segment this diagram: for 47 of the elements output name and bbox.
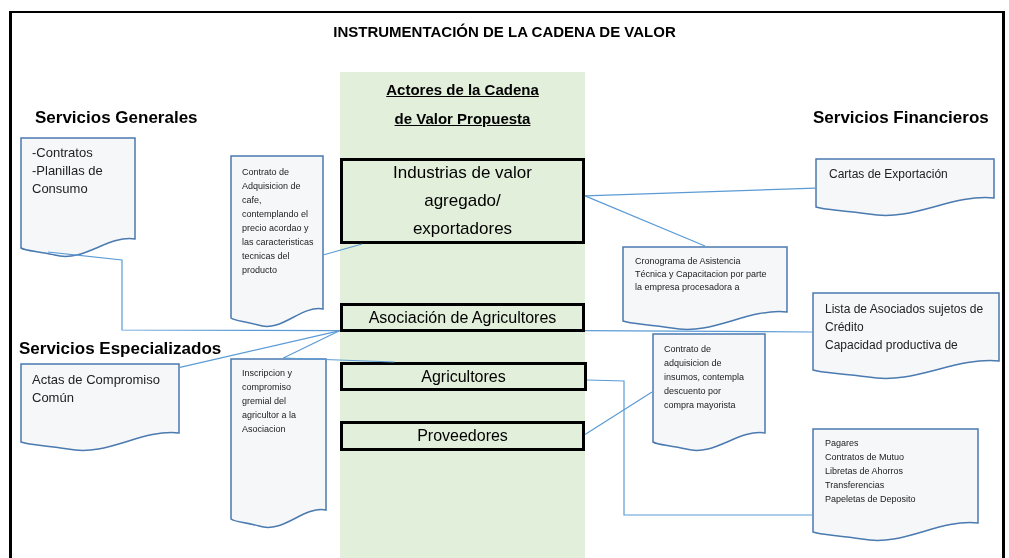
actor-box [340, 303, 585, 332]
document-shape [230, 358, 327, 528]
document-shape [230, 155, 324, 327]
node-text: Cronograma de Asistencia Técnica y Capacitacion por parte la empresa procesadora a [635, 255, 768, 294]
actor-box [340, 421, 585, 451]
document-shape [815, 158, 995, 216]
node-text: Industrias de valor agregado/ exportadores [392, 162, 533, 240]
node-text: Proveedores [417, 426, 508, 446]
node-text: Capacidad productiva de [825, 337, 959, 354]
node-text: Actores de la Cadena de Valor Propuesta [385, 80, 540, 129]
node-text: Inscripcion y compromiso gremial del agricultor a la Asociacion [242, 367, 298, 436]
node-text: Pagares [825, 437, 860, 450]
document-shape [622, 246, 788, 330]
connector-line [584, 187, 816, 197]
node-text: Papeletas de Deposito [825, 493, 917, 506]
document-shape [812, 428, 979, 541]
node-text: Actas de Compromiso Común [32, 371, 161, 407]
document-shape [20, 363, 180, 451]
connector-line [584, 391, 653, 436]
connector-line [282, 329, 341, 359]
node-text: Lista de Asociados sujetos de Crédito [825, 301, 985, 336]
document-shape [812, 292, 1000, 379]
connector-line [584, 195, 706, 247]
node-text: Contrato de Adquisicion de cafe, contemplando el precio acordao y las caracteristicas tecnicas del producto [242, 166, 315, 277]
actor-box [340, 362, 587, 391]
document-shape [20, 137, 136, 257]
actor-box [340, 158, 585, 244]
node-text: Cartas de Exportación [829, 166, 949, 183]
section-heading: Servicios Financieros [813, 107, 989, 129]
node-text: Transferencias [825, 479, 886, 492]
node-text: -Planillas de Consumo [32, 162, 104, 198]
node-text: Contrato de adquisicion de insumos, contempla descuento por compra mayorista [664, 343, 746, 412]
diagram-title: INSTRUMENTACIÓN DE LA CADENA DE VALOR [332, 22, 677, 42]
section-heading: Servicios Especializados [19, 338, 222, 360]
connector-line [179, 329, 341, 368]
connector-line [282, 357, 395, 363]
section-heading: Servicios Generales [35, 107, 198, 129]
connector-line [323, 243, 363, 256]
connector-line [584, 329, 813, 333]
node-text: -Contratos [32, 144, 94, 162]
actors-column [340, 72, 585, 558]
document-shape [652, 333, 766, 451]
node-text: Contratos de Mutuo [825, 451, 906, 464]
node-text: Asociación de Agricultores [368, 307, 557, 328]
node-text: Agricultores [421, 366, 506, 387]
node-text: Libretas de Ahorros [825, 465, 905, 478]
connector-line [586, 379, 813, 516]
